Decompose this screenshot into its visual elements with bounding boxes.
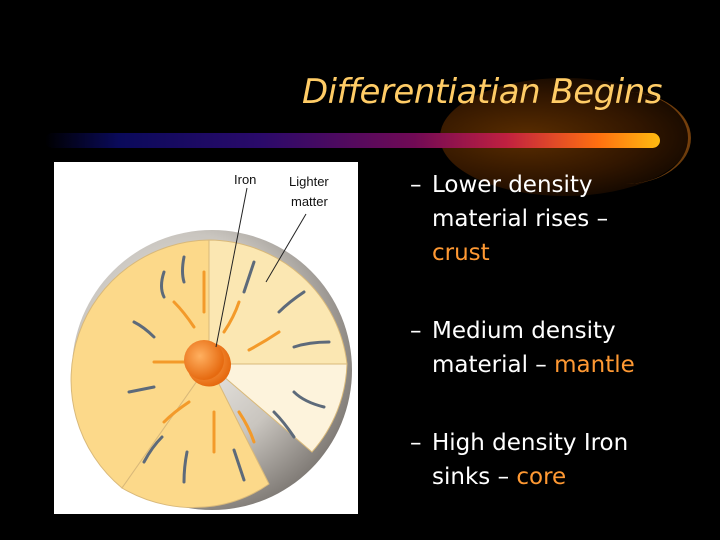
bullet-text-line: material rises – — [432, 206, 609, 232]
bullet-core: – High density Iron sinks – core — [410, 426, 710, 494]
slide-title: Differentiatian Begins — [301, 72, 663, 112]
bullet-text-line: material – mantle — [432, 348, 710, 382]
bullet-text: sinks – — [432, 464, 517, 490]
iron-core — [184, 340, 224, 380]
bullet-list: – Lower density material rises – crust –… — [410, 168, 710, 538]
decorative-gradient-bar — [45, 133, 660, 148]
bullet-highlight: core — [516, 464, 567, 490]
bullet-crust: – Lower density material rises – crust — [410, 168, 710, 270]
bullet-dash: – — [410, 172, 422, 198]
bullet-dash: – — [410, 318, 422, 344]
bullet-mantle: – Medium density material – mantle — [410, 314, 710, 382]
label-lighter: Lighter — [289, 174, 329, 189]
bullet-text-line: sinks – core — [432, 460, 710, 494]
label-iron: Iron — [234, 172, 257, 187]
label-matter: matter — [291, 194, 328, 209]
bullet-text-line: Medium density — [432, 318, 616, 344]
bullet-text: material – — [432, 352, 555, 378]
bullet-highlight: mantle — [554, 352, 635, 378]
bullet-highlight: crust — [432, 240, 490, 266]
earth-differentiation-diagram: Iron Lighter matter — [54, 162, 358, 514]
bullet-dash: – — [410, 430, 422, 456]
title-glow-ring — [560, 92, 691, 184]
bullet-text-line: High density Iron — [432, 430, 629, 456]
diagram-graphic — [70, 187, 352, 510]
bullet-text-line: Lower density — [432, 172, 593, 198]
